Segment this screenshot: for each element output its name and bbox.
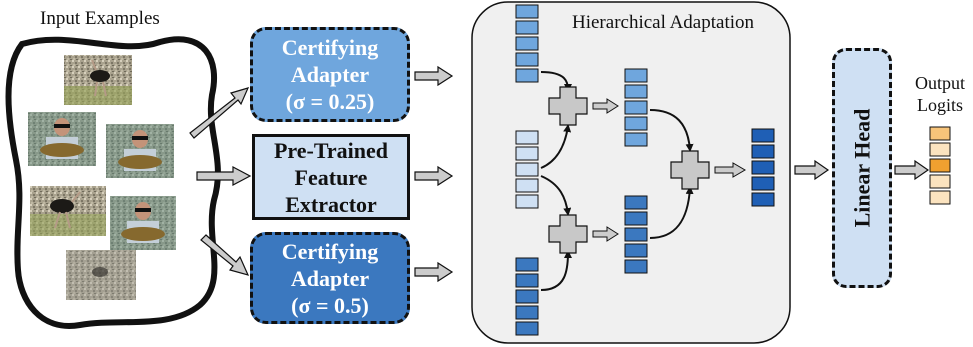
- vec-merge-2-cell: [624, 211, 648, 226]
- hierarchy-panel: [471, 1, 791, 344]
- adapter-bottom-line1: Certifying: [281, 238, 379, 264]
- input-image-fisher-right: [106, 124, 174, 178]
- vec-adapter-bottom-cell: [515, 321, 539, 336]
- vec-adapter-bottom: [515, 257, 539, 336]
- arrow-input-to-adapter-top: [189, 87, 250, 139]
- vec-adapter-top: [515, 4, 539, 83]
- output-logit-cell: [929, 158, 951, 173]
- vec-adapter-top-cell: [515, 20, 539, 35]
- adapter-bottom-line2: Adapter: [290, 265, 370, 291]
- vec-adapter-top-cell: [515, 52, 539, 67]
- linear-head: Linear Head: [832, 48, 892, 288]
- output-logits-title: Output Logits: [912, 72, 968, 116]
- vec-final-cell: [751, 128, 775, 143]
- plus-merge-2-icon: [548, 214, 588, 254]
- extractor-line1: Pre-Trained: [273, 137, 389, 163]
- arrow-head-to-logits: [894, 159, 930, 181]
- output-logit-cell: [929, 190, 951, 205]
- curve-out2-to-plus3: [649, 186, 694, 239]
- vec-extractor-cell: [515, 130, 539, 145]
- vec-adapter-top-cell: [515, 36, 539, 51]
- vec-merge-2-cell: [624, 195, 648, 210]
- vec-extractor-cell: [515, 178, 539, 193]
- arrow-input-to-extractor: [196, 166, 252, 186]
- vec-adapter-bottom-cell: [515, 305, 539, 320]
- output-logits-line1: Output: [914, 73, 965, 93]
- vec-merge-1-cell: [624, 132, 648, 147]
- vec-merge-1-cell: [624, 84, 648, 99]
- vec-merge-1: [624, 68, 648, 147]
- input-image-ostrich-bottom: [66, 250, 136, 300]
- vec-merge-1-cell: [624, 68, 648, 83]
- extractor-line3: Extractor: [285, 191, 377, 217]
- output-logit-cell: [929, 126, 951, 141]
- arrow-extractor-to-hierarchy: [414, 165, 454, 187]
- output-logit-cell: [929, 142, 951, 157]
- vec-extractor-cell: [515, 162, 539, 177]
- vec-merge-2-cell: [624, 259, 648, 274]
- input-image-fisher-bottom: [110, 196, 176, 250]
- pre-trained-feature-extractor: Pre-Trained Feature Extractor: [252, 134, 410, 220]
- vec-extractor: [515, 130, 539, 209]
- vec-merge-2: [624, 195, 648, 274]
- vec-final-cell: [751, 144, 775, 159]
- adapter-top-line1: Certifying: [281, 35, 379, 60]
- arrow-plus1-to-out1: [592, 98, 619, 114]
- arrow-input-to-adapter-bottom: [200, 234, 250, 276]
- vec-final-cell: [751, 160, 775, 175]
- curve-bottom-to-plus2: [540, 250, 572, 291]
- vec-final-cell: [751, 192, 775, 207]
- plus-merge-1-icon: [548, 86, 588, 126]
- input-blob-border: [5, 36, 221, 329]
- vec-extractor-cell: [515, 146, 539, 161]
- vec-final: [751, 128, 775, 207]
- curve-mid-to-plus1: [540, 124, 572, 169]
- vec-adapter-bottom-cell: [515, 257, 539, 272]
- vec-adapter-top-cell: [515, 4, 539, 19]
- vec-adapter-top-cell: [515, 68, 539, 83]
- arrow-hierarchy-to-head: [794, 159, 830, 181]
- adapter-top-line3: (σ = 0.25): [285, 89, 375, 114]
- arrow-adapter-top-to-hierarchy: [414, 65, 454, 87]
- input-image-ostrich-left: [30, 186, 106, 236]
- output-logit-cell: [929, 174, 951, 189]
- vec-adapter-bottom-cell: [515, 273, 539, 288]
- arrow-adapter-bottom-to-hierarchy: [414, 261, 454, 283]
- certifying-adapter-sigma-025: Certifying Adapter (σ = 0.25): [250, 27, 410, 122]
- curve-out1-to-plus3: [649, 109, 694, 152]
- curve-mid-to-plus2: [540, 175, 572, 216]
- linear-head-label: Linear Head: [849, 108, 875, 228]
- input-image-ostrich-top: [64, 55, 132, 105]
- arrow-plus2-to-out2: [592, 226, 619, 242]
- vec-adapter-bottom-cell: [515, 289, 539, 304]
- arrow-plus3-to-final: [714, 162, 746, 178]
- extractor-line2: Feature: [294, 164, 368, 190]
- vec-merge-1-cell: [624, 116, 648, 131]
- adapter-bottom-line3: (σ = 0.5): [291, 292, 369, 318]
- plus-merge-3-icon: [670, 150, 710, 190]
- input-examples-title: Input Examples: [40, 8, 160, 29]
- adapter-top-line2: Adapter: [290, 62, 370, 87]
- vec-merge-2-cell: [624, 227, 648, 242]
- output-logits-stack: [929, 126, 951, 205]
- certifying-adapter-sigma-05: Certifying Adapter (σ = 0.5): [250, 232, 410, 324]
- input-image-fisher-left: [28, 112, 96, 166]
- vec-extractor-cell: [515, 194, 539, 209]
- output-logits-line2: Logits: [916, 95, 963, 115]
- vec-merge-1-cell: [624, 100, 648, 115]
- hierarchical-adaptation-title: Hierarchical Adaptation: [572, 12, 755, 33]
- vec-merge-2-cell: [624, 243, 648, 258]
- vec-final-cell: [751, 176, 775, 191]
